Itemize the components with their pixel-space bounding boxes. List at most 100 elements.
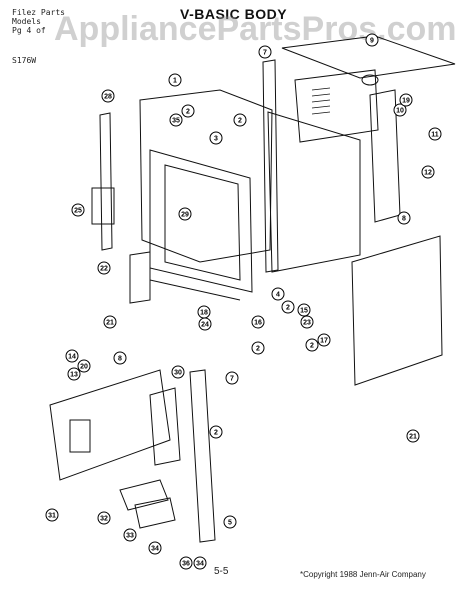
callout-21: 21	[406, 429, 420, 443]
front-frame	[149, 149, 253, 293]
callout-9: 9	[365, 33, 379, 47]
callout-13: 13	[67, 367, 81, 381]
callout-label: 21	[409, 434, 417, 441]
callout-12: 12	[421, 165, 435, 179]
callout-label: 31	[48, 513, 56, 520]
callout-24: 24	[198, 317, 212, 331]
callout-30: 30	[171, 365, 185, 379]
control-panel	[49, 369, 171, 481]
callout-1: 1	[168, 73, 182, 87]
callout-11: 11	[428, 127, 442, 141]
callout-36: 36	[179, 556, 193, 570]
callout-34: 34	[148, 541, 162, 555]
callout-label: 4	[276, 292, 280, 299]
left-rail	[99, 112, 113, 251]
callout-label: 23	[303, 320, 311, 327]
vent-hole	[361, 74, 379, 86]
callout-label: 20	[80, 364, 88, 371]
callout-23: 23	[300, 315, 314, 329]
callout-label: 1	[173, 78, 177, 85]
callout-label: 2	[214, 430, 218, 437]
callout-32: 32	[97, 511, 111, 525]
callout-28: 28	[101, 89, 115, 103]
callout-label: 16	[254, 320, 262, 327]
rear-cover	[351, 235, 443, 386]
callout-20: 20	[77, 359, 91, 373]
callout-2: 2	[251, 341, 265, 355]
callout-label: 19	[402, 98, 410, 105]
callout-33: 33	[123, 528, 137, 542]
diagram-title: V-BASIC BODY	[180, 6, 288, 22]
top-panel	[281, 35, 456, 79]
watermark: AppliancePartsPros.com	[54, 10, 457, 48]
callout-label: 29	[181, 212, 189, 219]
callout-34: 34	[193, 556, 207, 570]
callout-10: 10	[393, 103, 407, 117]
callout-label: 22	[100, 266, 108, 273]
callout-2: 2	[305, 338, 319, 352]
callout-label: 2	[286, 305, 290, 312]
callout-label: 8	[118, 356, 122, 363]
callout-7: 7	[225, 371, 239, 385]
callout-label: 2	[238, 118, 242, 125]
callout-label: 2	[310, 343, 314, 350]
callout-label: 13	[70, 372, 78, 379]
callout-3: 3	[209, 131, 223, 145]
callout-19: 19	[399, 93, 413, 107]
callout-2: 2	[281, 300, 295, 314]
callout-7: 7	[258, 45, 272, 59]
callout-label: 8	[402, 216, 406, 223]
model-number: S176W	[12, 56, 37, 65]
mount-bracket	[149, 387, 181, 466]
back-panel	[294, 69, 379, 143]
front-frame-inner	[164, 164, 241, 281]
callout-21: 21	[103, 315, 117, 329]
page-number: 5-5	[214, 566, 229, 577]
callout-label: 7	[263, 50, 267, 57]
callout-label: 9	[370, 38, 374, 45]
callout-label: 25	[74, 208, 82, 215]
callout-15: 15	[297, 303, 311, 317]
callout-8: 8	[113, 351, 127, 365]
callout-2: 2	[181, 104, 195, 118]
callout-35: 35	[169, 113, 183, 127]
right-rail	[262, 59, 279, 273]
callout-label: 35	[172, 118, 180, 125]
vent-slots	[311, 87, 331, 115]
callout-label: 36	[182, 561, 190, 568]
copyright: *Copyright 1988 Jenn-Air Company	[300, 570, 426, 579]
callout-label: 5	[228, 520, 232, 527]
header-line-1: Filez Parts	[12, 8, 65, 17]
callout-label: 34	[196, 561, 204, 568]
callout-label: 15	[300, 308, 308, 315]
callout-2: 2	[209, 425, 223, 439]
callout-label: 2	[186, 109, 190, 116]
callout-label: 28	[104, 94, 112, 101]
callout-label: 14	[68, 354, 76, 361]
callout-label: 33	[126, 533, 134, 540]
callout-label: 30	[174, 370, 182, 377]
callout-label: 17	[320, 338, 328, 345]
callout-29: 29	[178, 207, 192, 221]
callout-4: 4	[271, 287, 285, 301]
callout-label: 3	[214, 136, 218, 143]
base-frame	[129, 251, 151, 304]
callout-31: 31	[45, 508, 59, 522]
switch-block	[69, 419, 91, 453]
hinge-hardware	[119, 479, 169, 511]
callout-label: 34	[151, 546, 159, 553]
header-line-2: Models	[12, 17, 41, 26]
callout-14: 14	[65, 349, 79, 363]
header-line-3: Pg 4 of	[12, 26, 46, 35]
callout-5: 5	[223, 515, 237, 529]
oven-side	[267, 111, 361, 273]
lower-rail	[189, 369, 216, 543]
callout-22: 22	[97, 261, 111, 275]
callout-label: 18	[200, 310, 208, 317]
callout-25: 25	[71, 203, 85, 217]
callout-17: 17	[317, 333, 331, 347]
callout-label: 32	[100, 516, 108, 523]
callout-8: 8	[397, 211, 411, 225]
